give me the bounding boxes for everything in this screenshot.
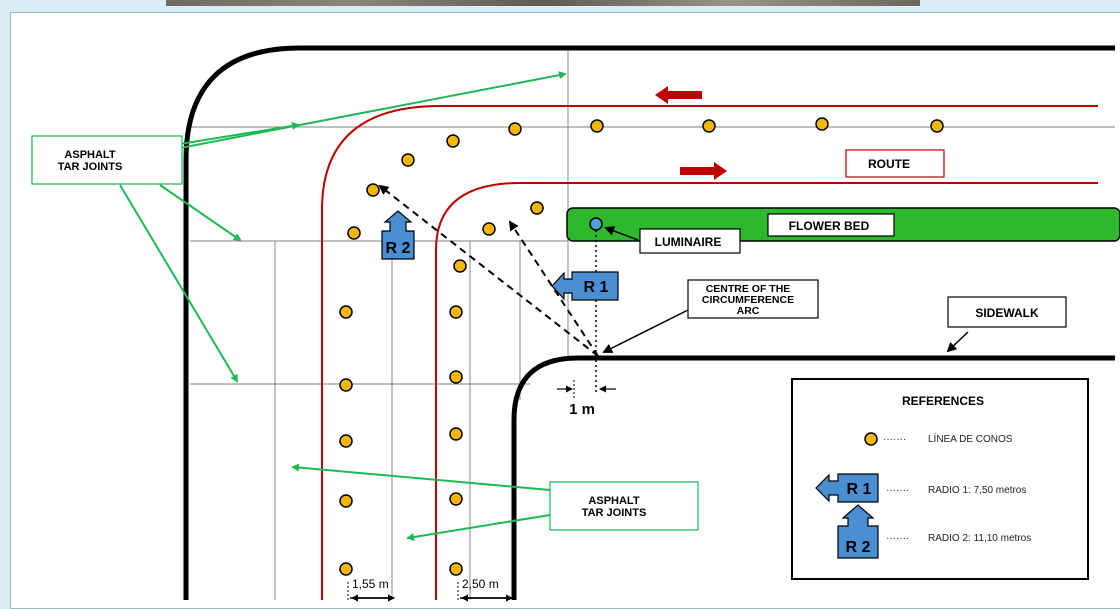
r2-badge: R 2 [381, 210, 415, 260]
cone [339, 494, 353, 508]
luminaire-label: LUMINAIRE [639, 228, 741, 254]
legend-r1-label: R 1 [847, 481, 872, 498]
legend-r1-badge: R 1 [815, 473, 879, 503]
flower-bed-label-text: FLOWER BED [789, 219, 870, 233]
cone [453, 259, 467, 273]
legend-cones-text: LÍNEA DE CONOS [928, 432, 1013, 445]
legend-r2-badge: R 2 [837, 504, 879, 559]
legend-radio1-text: RADIO 1: 7,50 metros [928, 485, 1026, 496]
cone [449, 370, 463, 384]
cone [590, 119, 604, 133]
asphalt-joint-lines [190, 48, 1115, 600]
centre-arc-label: CENTRE OF THE CIRCUMFERENCE ARC [687, 279, 819, 319]
asphalt-label-1: ASPHALT TAR JOINTS [31, 135, 183, 185]
asphalt-pointer-arrows [119, 71, 567, 541]
r2-label: R 2 [386, 240, 411, 257]
legend-cone-dots: ······· [883, 434, 906, 445]
cone [449, 305, 463, 319]
cone [815, 117, 829, 131]
route-label: ROUTE [845, 149, 945, 178]
legend-r2-dots: ······· [886, 533, 909, 544]
cone [482, 222, 496, 236]
cone [401, 153, 415, 167]
legend-r2-label: R 2 [846, 539, 871, 556]
centre-label-line2: CIRCUMFERENCE [702, 294, 794, 306]
r1-badge: R 1 [551, 271, 619, 301]
luminaire-icon [589, 217, 603, 231]
cone [530, 201, 544, 215]
r1-label: R 1 [584, 279, 609, 296]
references-title: REFERENCES [902, 394, 984, 408]
sidewalk-label-text: SIDEWALK [975, 306, 1039, 320]
inner-curb [511, 355, 1115, 600]
dimension-250-label: 2,50 m [462, 577, 499, 591]
flower-bed-label: FLOWER BED [767, 213, 895, 237]
asphalt-label-1-line1: ASPHALT [64, 149, 115, 161]
centre-label-line3: ARC [737, 305, 760, 317]
cone [930, 119, 944, 133]
photo-strip [166, 0, 920, 6]
cone [446, 134, 460, 148]
cone [508, 122, 522, 136]
dimension-155: 1,55 m [347, 577, 395, 602]
dimension-155-label: 1,55 m [352, 577, 389, 591]
radius-lines [378, 184, 599, 357]
label-pointer-arrows [602, 226, 969, 353]
luminaire-label-text: LUMINAIRE [655, 235, 722, 249]
cone [339, 305, 353, 319]
asphalt-label-2-line1: ASPHALT [588, 495, 639, 507]
cone-line [339, 117, 944, 576]
cone [339, 378, 353, 392]
centre-label-line1: CENTRE OF THE [706, 283, 791, 295]
cone [347, 226, 361, 240]
cone [449, 562, 463, 576]
legend-r1-dots: ······· [886, 485, 909, 496]
dimension-250: 2,50 m [457, 577, 513, 602]
legend-radio2-text: RADIO 2: 11,10 metros [928, 533, 1031, 544]
cone [366, 183, 380, 197]
route-label-text: ROUTE [868, 157, 910, 171]
sidewalk-label: SIDEWALK [947, 296, 1067, 328]
asphalt-label-1-line2: TAR JOINTS [58, 161, 123, 173]
cone [702, 119, 716, 133]
dimension-1m: 1 m [557, 380, 616, 418]
references-legend: REFERENCES ······· LÍNEA DE CONOS R 1 ··… [791, 378, 1089, 580]
dimension-1m-label: 1 m [569, 401, 595, 418]
legend-cone-icon [864, 432, 878, 446]
asphalt-label-2: ASPHALT TAR JOINTS [549, 481, 699, 531]
route-line-inner [435, 182, 1098, 600]
asphalt-label-2-line2: TAR JOINTS [582, 507, 647, 519]
cone [449, 427, 463, 441]
route-line-outer [321, 105, 1098, 600]
route-direction-arrows [655, 86, 727, 180]
cone [449, 492, 463, 506]
cone [339, 434, 353, 448]
cone [339, 562, 353, 576]
